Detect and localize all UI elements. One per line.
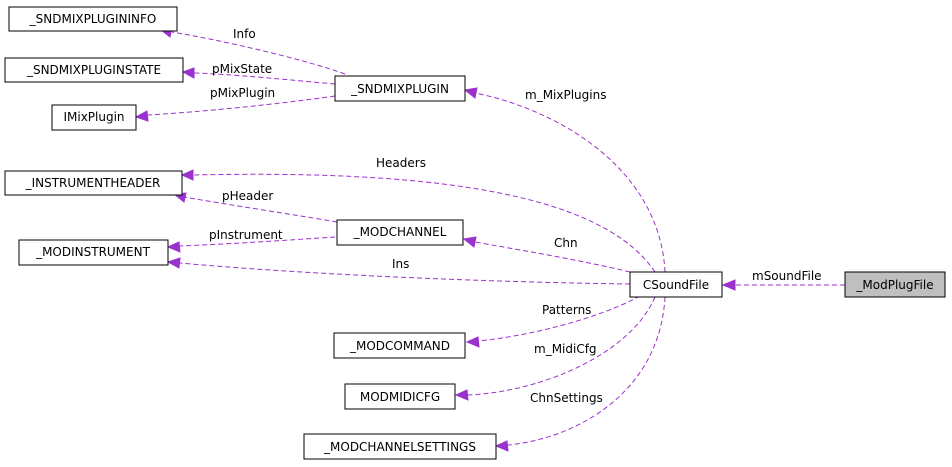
edge-label-ins: Ins xyxy=(392,257,409,271)
edge-headers-line xyxy=(192,173,656,273)
node-csoundfile[interactable]: CSoundFile xyxy=(629,271,723,298)
node-modmidicfg-box xyxy=(344,383,456,410)
node-sndmixplugin-label: _SNDMIXPLUGIN xyxy=(350,82,449,96)
edge-chnsettings-line xyxy=(507,296,666,446)
node-imixplugin[interactable]: IMixPlugin xyxy=(51,104,137,131)
edge-ins: Ins xyxy=(166,257,631,285)
node-modplugfile-box xyxy=(844,271,946,298)
edge-pmixplugin-line xyxy=(147,95,336,116)
node-sndmixpluginstate[interactable]: _SNDMIXPLUGINSTATE xyxy=(4,57,184,83)
edge-pheader: pHeader xyxy=(172,189,338,223)
node-modplugfile-label: _ModPlugFile xyxy=(855,278,933,292)
edge-label-pinstrument: pInstrument xyxy=(209,228,283,242)
node-instrumentheader-label: _INSTRUMENTHEADER xyxy=(25,176,161,190)
edge-label-m-midicfg: m_MidiCfg xyxy=(534,342,597,356)
node-modchannel-box xyxy=(336,219,464,246)
edge-pmixplugin-arrowhead xyxy=(134,110,149,122)
edge-label-patterns: Patterns xyxy=(542,303,591,317)
node-modchannelsettings-box xyxy=(303,433,497,460)
edge-label-pheader: pHeader xyxy=(222,189,273,203)
edge-headers-arrowhead xyxy=(180,169,194,181)
node-sndmixpluginstate-label: _SNDMIXPLUGINSTATE xyxy=(26,63,161,77)
edge-info-line xyxy=(171,31,346,75)
edge-label-msoundfile: mSoundFile xyxy=(752,269,822,283)
edge-pmixstate-arrowhead xyxy=(181,67,195,79)
node-sndmixplugin[interactable]: _SNDMIXPLUGIN xyxy=(334,75,466,102)
edge-patterns-arrowhead xyxy=(465,336,480,348)
node-modmidicfg[interactable]: MODMIDICFG xyxy=(344,383,456,410)
node-imixplugin-label: IMixPlugin xyxy=(63,110,124,124)
node-modinstrument-label: _MODINSTRUMENT xyxy=(35,245,151,259)
edge-label-pmixstate: pMixState xyxy=(212,62,272,76)
edge-pmixstate-line xyxy=(193,72,336,85)
edge-pinstrument-arrowhead xyxy=(166,241,181,253)
node-csoundfile-box xyxy=(629,271,723,298)
node-modchannel[interactable]: _MODCHANNEL xyxy=(336,219,464,246)
node-modinstrument[interactable]: _MODINSTRUMENT xyxy=(18,239,169,266)
edge-chn-arrowhead xyxy=(462,236,477,248)
node-modchannelsettings[interactable]: _MODCHANNELSETTINGS xyxy=(303,433,497,460)
edge-m-midicfg-line xyxy=(467,296,656,396)
edge-m-midicfg: m_MidiCfg xyxy=(454,296,656,401)
node-sndmixplugin-box xyxy=(334,75,466,102)
node-instrumentheader-box xyxy=(4,170,183,196)
edge-label-chn: Chn xyxy=(554,236,578,250)
node-modcommand-label: _MODCOMMAND xyxy=(349,339,450,353)
edge-label-chnsettings: ChnSettings xyxy=(530,391,603,405)
node-modchannel-label: _MODCHANNEL xyxy=(353,225,447,239)
edge-label-headers: Headers xyxy=(376,156,426,170)
node-modchannelsettings-label: _MODCHANNELSETTINGS xyxy=(323,440,476,454)
node-instrumentheader[interactable]: _INSTRUMENTHEADER xyxy=(4,170,183,196)
edge-pinstrument: pInstrument xyxy=(166,228,336,253)
edge-msoundfile: mSoundFile xyxy=(721,269,845,291)
edge-chn-line xyxy=(474,241,631,273)
edge-ins-line xyxy=(179,262,631,285)
node-sndmixplugininfo-label: _SNDMIXPLUGININFO xyxy=(29,12,157,26)
edge-label-pmixplugin: pMixPlugin xyxy=(210,86,275,100)
edge-label-info: Info xyxy=(233,27,256,41)
edge-chnsettings: ChnSettings xyxy=(494,296,666,452)
edge-label-m-mixplugins: m_MixPlugins xyxy=(525,88,606,102)
edge-pinstrument-line xyxy=(179,236,336,247)
edge-patterns: Patterns xyxy=(465,295,641,348)
node-modmidicfg-label: MODMIDICFG xyxy=(360,390,440,404)
edge-msoundfile-arrowhead xyxy=(721,279,736,291)
edge-chnsettings-arrowhead xyxy=(494,440,509,452)
edge-m-midicfg-arrowhead xyxy=(454,389,469,401)
edge-patterns-line xyxy=(477,295,641,342)
node-sndmixplugininfo-box xyxy=(8,6,178,32)
node-sndmixpluginstate-box xyxy=(4,57,184,83)
edge-chn: Chn xyxy=(462,236,631,273)
edge-headers: Headers xyxy=(180,156,656,273)
node-modplugfile[interactable]: _ModPlugFile xyxy=(844,271,946,298)
node-csoundfile-label: CSoundFile xyxy=(643,278,709,292)
edge-m-mixplugins-arrowhead xyxy=(463,87,478,99)
edge-ins-arrowhead xyxy=(166,257,181,269)
node-imixplugin-box xyxy=(51,104,137,131)
node-sndmixplugininfo[interactable]: _SNDMIXPLUGININFO xyxy=(8,6,178,32)
edge-pmixstate: pMixState xyxy=(181,62,336,85)
node-modinstrument-box xyxy=(18,239,169,266)
edge-m-mixplugins: m_MixPlugins xyxy=(463,87,666,273)
node-modcommand-box xyxy=(333,332,466,359)
edge-pheader-line xyxy=(183,196,338,223)
edge-pmixplugin: pMixPlugin xyxy=(134,86,336,122)
node-modcommand[interactable]: _MODCOMMAND xyxy=(333,332,466,359)
